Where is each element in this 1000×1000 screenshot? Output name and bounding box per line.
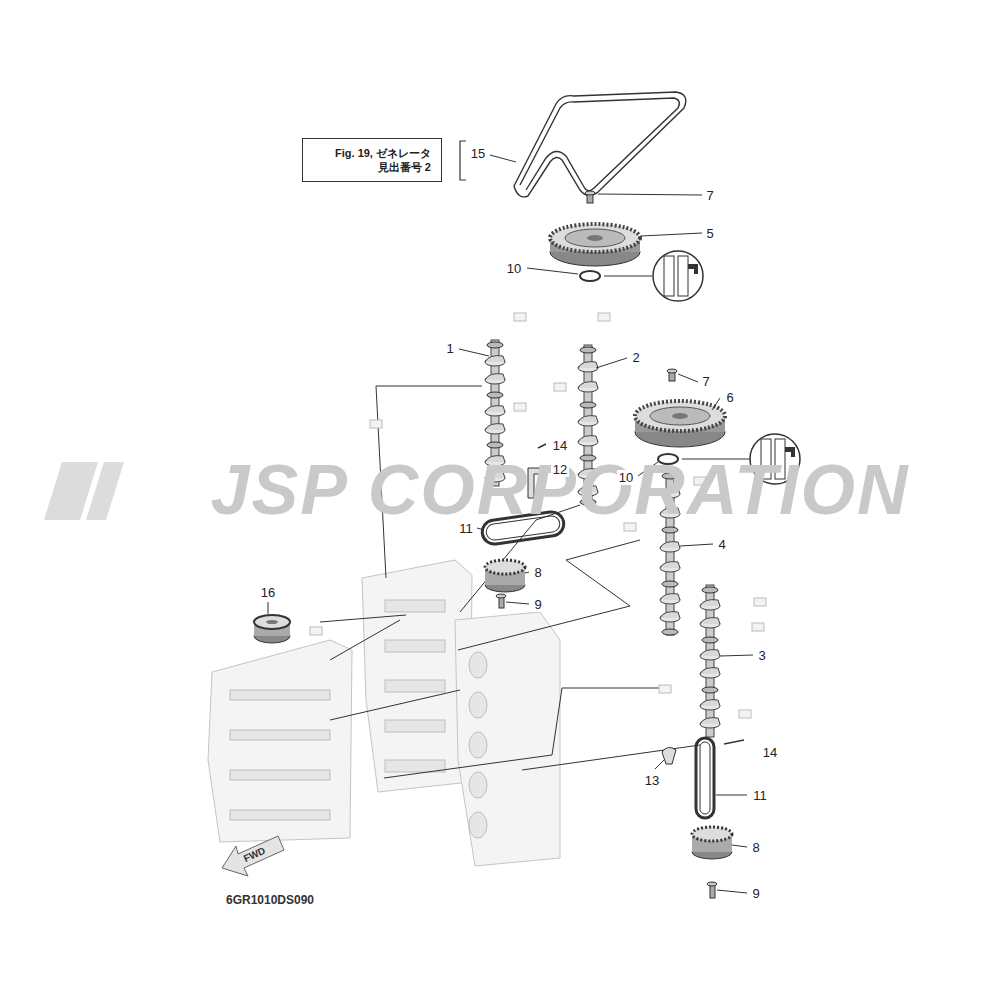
callout-number: 4: [716, 537, 727, 552]
callout-number: 8: [750, 840, 761, 855]
camshaft: [700, 585, 720, 737]
callout-number: 7: [704, 188, 715, 203]
callout-number: 6: [724, 390, 735, 405]
sprocket: [485, 560, 732, 898]
cylinder-block: [208, 560, 560, 866]
cam-gear: [550, 191, 640, 266]
drawing-code: 6GR1010DS090: [224, 893, 316, 908]
reference-box: Fig. 19, ゼネレータ 見出番号 2: [302, 138, 442, 182]
callout-number: 15: [469, 146, 487, 161]
callout-number: 12: [551, 462, 569, 477]
callout-number: 7: [700, 374, 711, 389]
reference-text: Fig. 19, ゼネレータ 見出番号 2: [313, 146, 431, 174]
timing-chain: [481, 510, 714, 818]
idler-pulley: [254, 615, 290, 643]
forward-arrow: [222, 836, 284, 876]
callout-number: 10: [617, 470, 635, 485]
callout-number: 5: [704, 226, 715, 241]
cam-gear: [635, 369, 725, 447]
callout-number: 2: [630, 350, 641, 365]
callout-number: 8: [532, 565, 543, 580]
bracket: [460, 141, 466, 180]
callout-number: 14: [761, 745, 779, 760]
callout-number: 14: [551, 438, 569, 453]
callout-number: 1: [444, 341, 455, 356]
callout-number: 16: [259, 585, 277, 600]
belt: [514, 92, 686, 197]
callout-number: 11: [751, 788, 769, 803]
callout-number: 11: [457, 521, 475, 536]
callout-number: 3: [756, 648, 767, 663]
direction-label: FWD: [239, 842, 270, 867]
callout-number: 9: [532, 597, 543, 612]
callout-number: 13: [643, 773, 661, 788]
logo-mark: [44, 462, 124, 520]
callout-number: 9: [750, 886, 761, 901]
callout-number: 10: [505, 261, 523, 276]
detail-view: [604, 251, 800, 484]
assembly-line: [320, 386, 700, 778]
